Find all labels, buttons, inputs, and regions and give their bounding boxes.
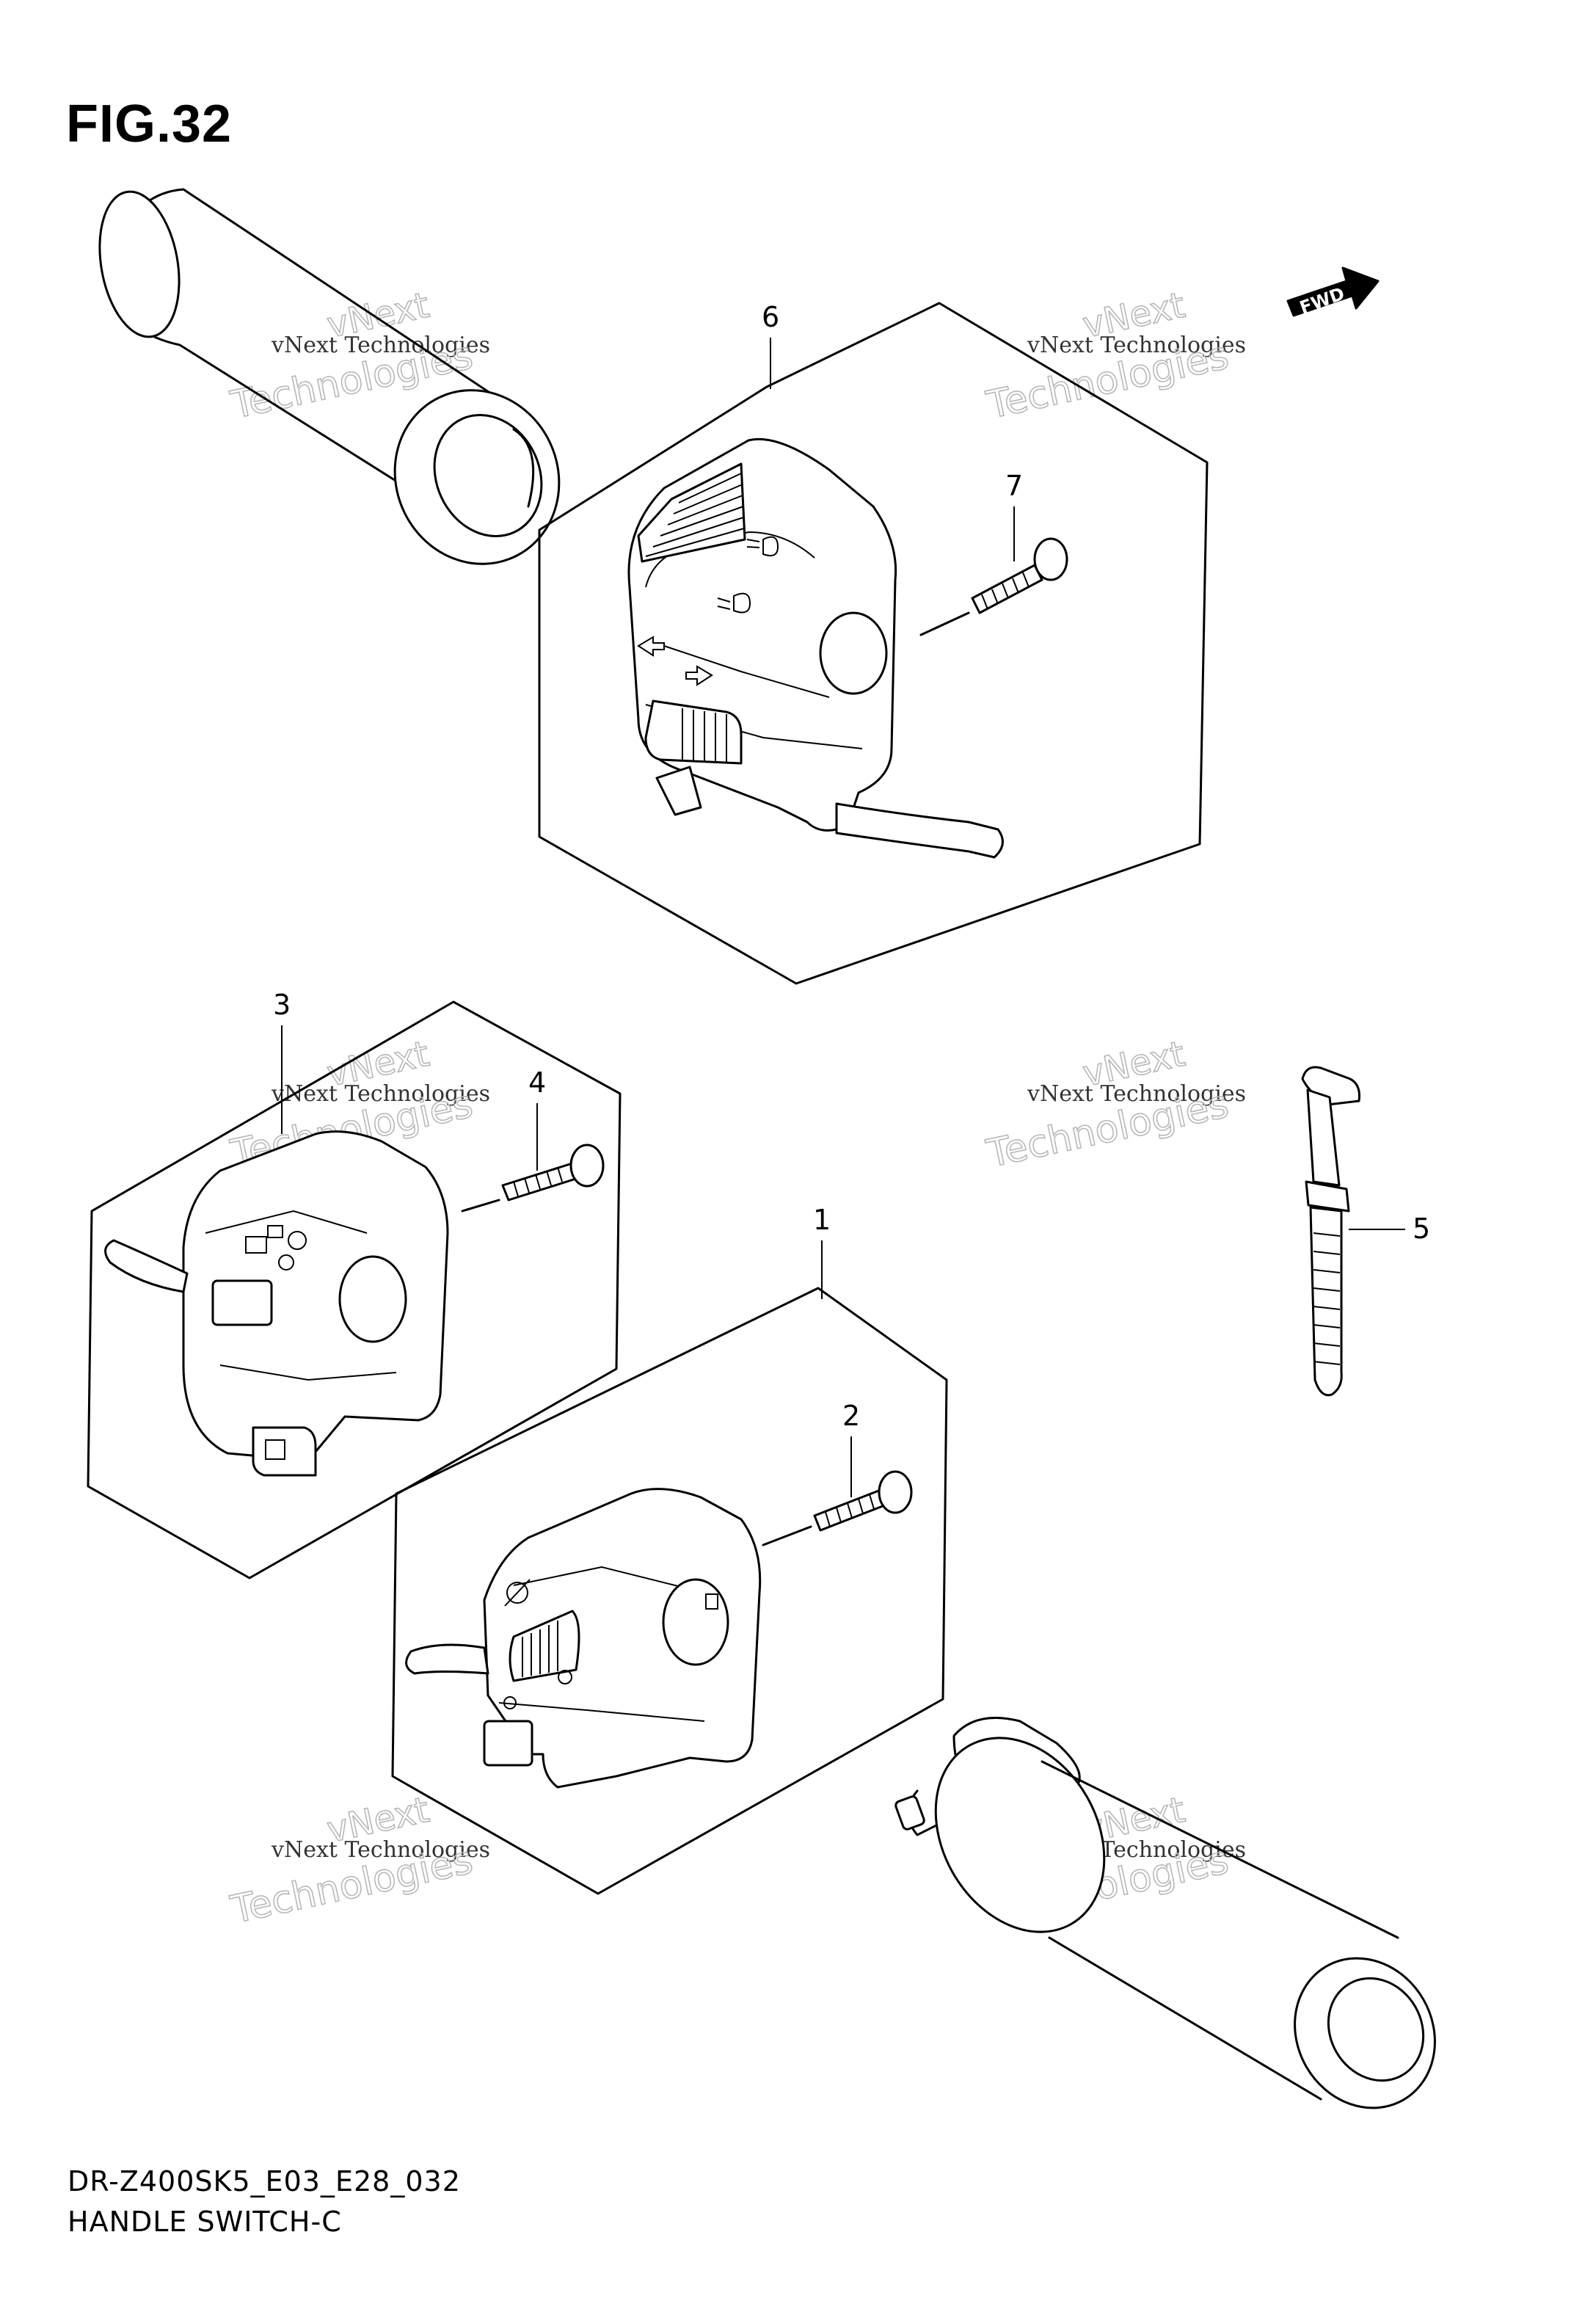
screw-2 (762, 1470, 913, 1546)
model-code: DR-Z400SK5_E03_E28_032 (68, 2165, 461, 2198)
svg-text:7: 7 (1005, 470, 1023, 502)
svg-text:6: 6 (762, 301, 779, 333)
watermark-company: vNext Technologies (271, 332, 490, 358)
callout-1: 1 (813, 1204, 831, 1299)
svg-text:4: 4 (528, 1066, 546, 1099)
headlight-low-icon (717, 592, 751, 614)
callout-5: 5 (1349, 1213, 1430, 1245)
watermark-company: vNext Technologies (1027, 1081, 1246, 1107)
callout-4: 4 (528, 1066, 546, 1171)
svg-text:1: 1 (813, 1204, 831, 1236)
fwd-direction-arrow: FWD (1286, 266, 1380, 319)
handlebar-hole (338, 1255, 407, 1343)
callout-3: 3 (273, 989, 291, 1134)
watermark-middle-right: vNext vNext Technologies Technologies (982, 1033, 1246, 1177)
handlebar-hole (819, 611, 888, 695)
svg-text:2: 2 (842, 1400, 860, 1432)
knurled-knob (682, 708, 727, 763)
svg-text:5: 5 (1413, 1213, 1430, 1245)
figure-title: FIG.32 (66, 95, 233, 153)
throttle-grip (894, 1717, 1436, 2109)
svg-text:3: 3 (273, 989, 291, 1021)
start-button (483, 1720, 533, 1767)
left-handle-switch-body (104, 1130, 449, 1477)
handle-switch-assembly-3 (87, 1000, 622, 1579)
throttle-switch-body (405, 1488, 762, 1789)
handle-switch-assembly-6 (538, 302, 1209, 985)
screw-7 (919, 537, 1068, 636)
switch-grille (645, 473, 745, 557)
left-handle-grip (98, 188, 561, 565)
horn-button (211, 1279, 273, 1326)
headlight-high-icon (746, 536, 779, 556)
turn-signal-arrows-icon (637, 636, 713, 686)
watermark-company: vNext Technologies (271, 1837, 490, 1863)
watermark-bottom-left: vNext vNext Technologies Technologies (226, 1789, 490, 1933)
screw-4 (461, 1144, 605, 1213)
callout-6: 6 (762, 301, 779, 389)
callout-2: 2 (842, 1400, 860, 1497)
choke-icon (504, 1579, 531, 1607)
section-name: HANDLE SWITCH-C (68, 2206, 342, 2238)
kill-switch-knurl (522, 1621, 558, 1677)
callout-7: 7 (1005, 470, 1023, 561)
kill-switch-lever (509, 1610, 580, 1682)
handle-switch-assembly-1 (391, 1287, 948, 1895)
switch-icons (245, 1225, 307, 1270)
right-handle-switch-body (627, 437, 1004, 859)
cable-tie-5 (1301, 1066, 1360, 1397)
watermark-company: vNext Technologies (1027, 332, 1246, 358)
handlebar-hole (662, 1578, 729, 1666)
